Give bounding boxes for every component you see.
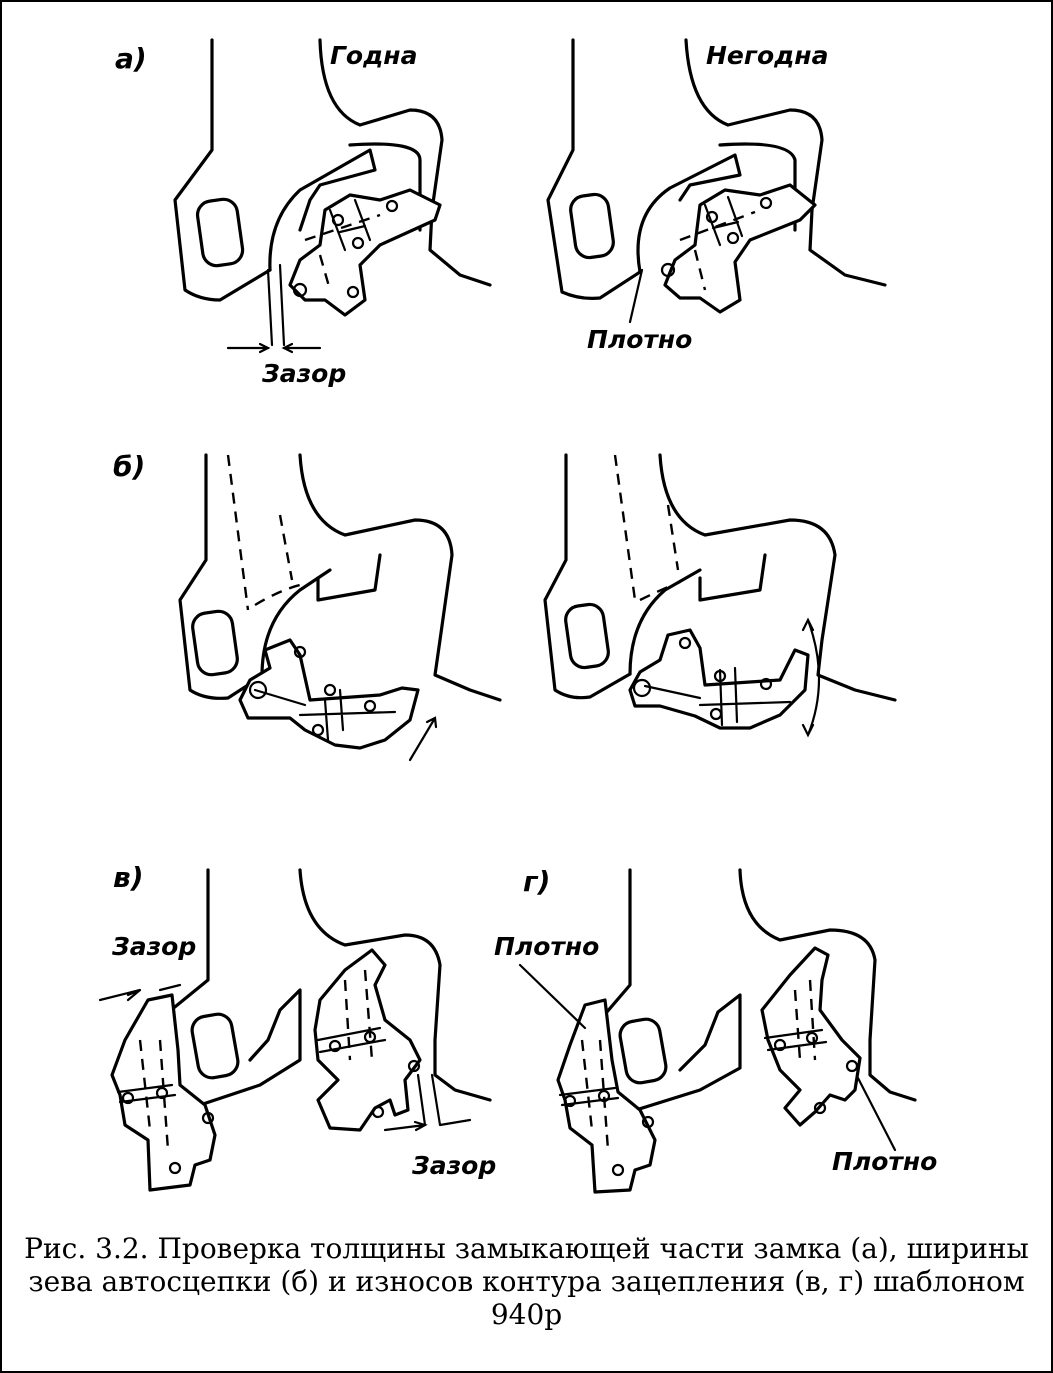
coupler-diagram: а) Годна Зазор Негодна Плотно	[98, 38, 937, 1194]
panel-v: в) Зазор Зазор	[98, 861, 496, 1192]
label-gap-v-bottom: Зазор	[411, 1151, 496, 1180]
panel-b-label: б)	[113, 450, 145, 483]
label-bad: Негодна	[706, 41, 828, 70]
figure-caption: Рис. 3.2. Проверка толщины замыкающей ча…	[0, 1232, 1053, 1331]
label-tight-g-top: Плотно	[494, 932, 599, 961]
label-tight-g-bottom: Плотно	[832, 1147, 937, 1176]
panel-a-label: а)	[115, 42, 147, 75]
label-tight-a: Плотно	[587, 325, 692, 354]
panel-b-right	[543, 453, 897, 738]
label-gap-v-top: Зазор	[111, 932, 196, 961]
label-gap-a: Зазор	[261, 359, 346, 388]
panel-v-label: в)	[113, 861, 144, 894]
panel-a-good: а) Годна Зазор	[115, 38, 492, 388]
panel-g: г) Плотно Плотно	[494, 865, 937, 1194]
label-good: Годна	[330, 41, 417, 70]
caption-line-3: 940р	[490, 1298, 563, 1331]
caption-line-1: Рис. 3.2. Проверка толщины замыкающей ча…	[24, 1232, 1029, 1265]
panel-g-label: г)	[523, 865, 550, 898]
caption-line-2: зева автосцепки (б) и износов контура за…	[28, 1265, 1025, 1298]
panel-a-bad: Негодна Плотно	[546, 38, 887, 354]
panel-b-left: б)	[113, 450, 502, 762]
